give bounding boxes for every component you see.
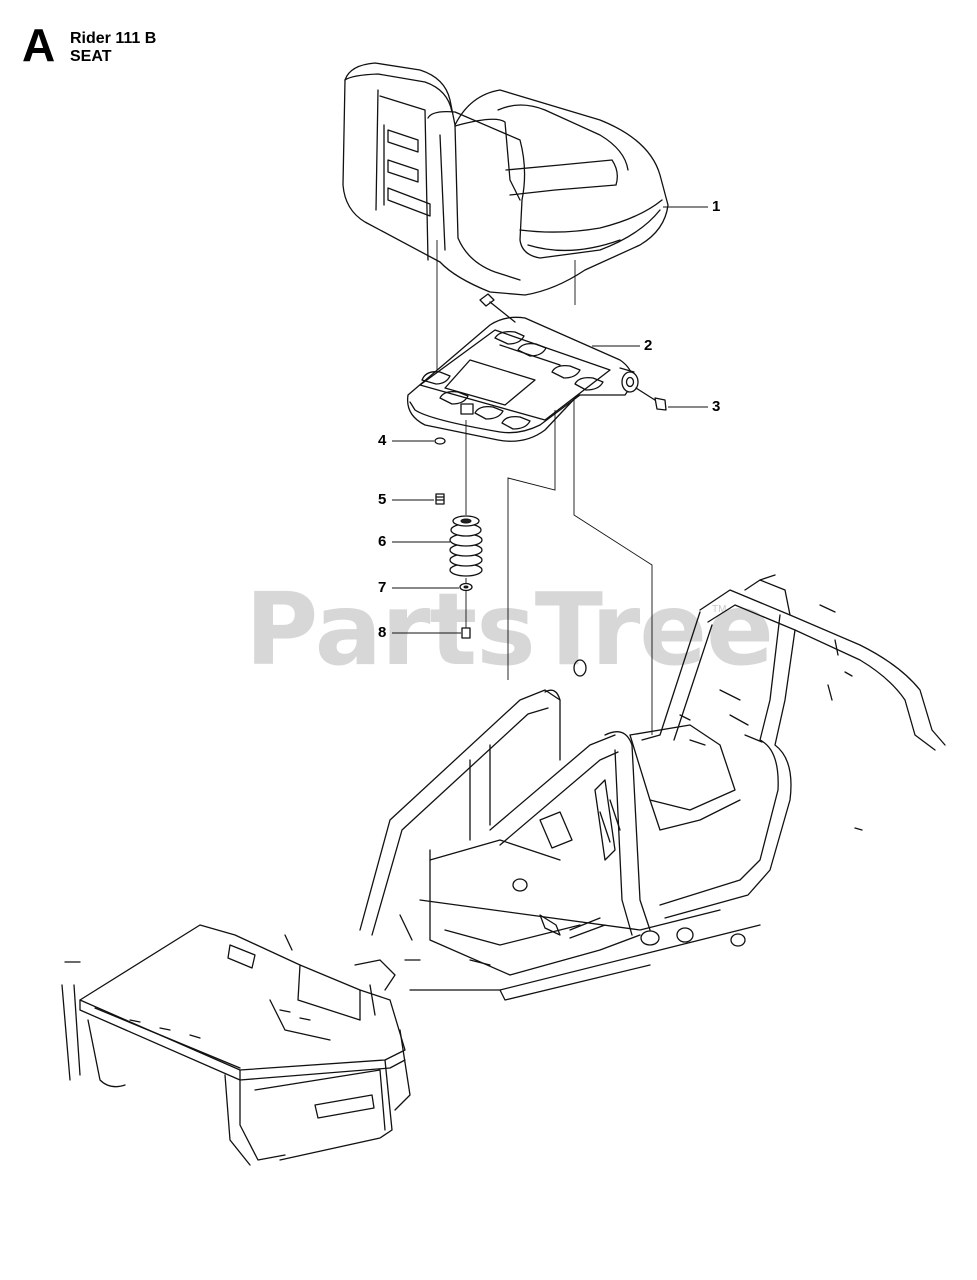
callout-4: 4 [378,432,387,449]
callout-6: 6 [378,533,387,550]
washer-part-4 [434,437,446,445]
spring-part-6 [449,515,483,577]
upper-bolt-part [479,293,516,323]
callout-1: 1 [712,198,721,215]
screw-part-8 [461,627,471,639]
callout-7: 7 [378,579,387,596]
seat-plate-part [406,316,639,442]
callout-3: 3 [712,398,721,415]
model-title: Rider 111 B [70,30,157,47]
watermark-text: PartsTree [245,571,774,688]
watermark-trademark: TM [712,604,727,615]
section-letter: A [22,19,56,71]
callout-5: 5 [378,491,387,508]
washer-part-7 [459,582,473,592]
front-tray-assembly [61,924,411,1166]
screw-part-5 [435,493,445,505]
section-title: SEAT [70,48,112,65]
bolt-part-3 [635,387,667,411]
callout-2: 2 [644,337,653,354]
frame-assembly [359,574,946,1001]
seat-part [342,62,669,296]
callout-8: 8 [378,624,387,641]
